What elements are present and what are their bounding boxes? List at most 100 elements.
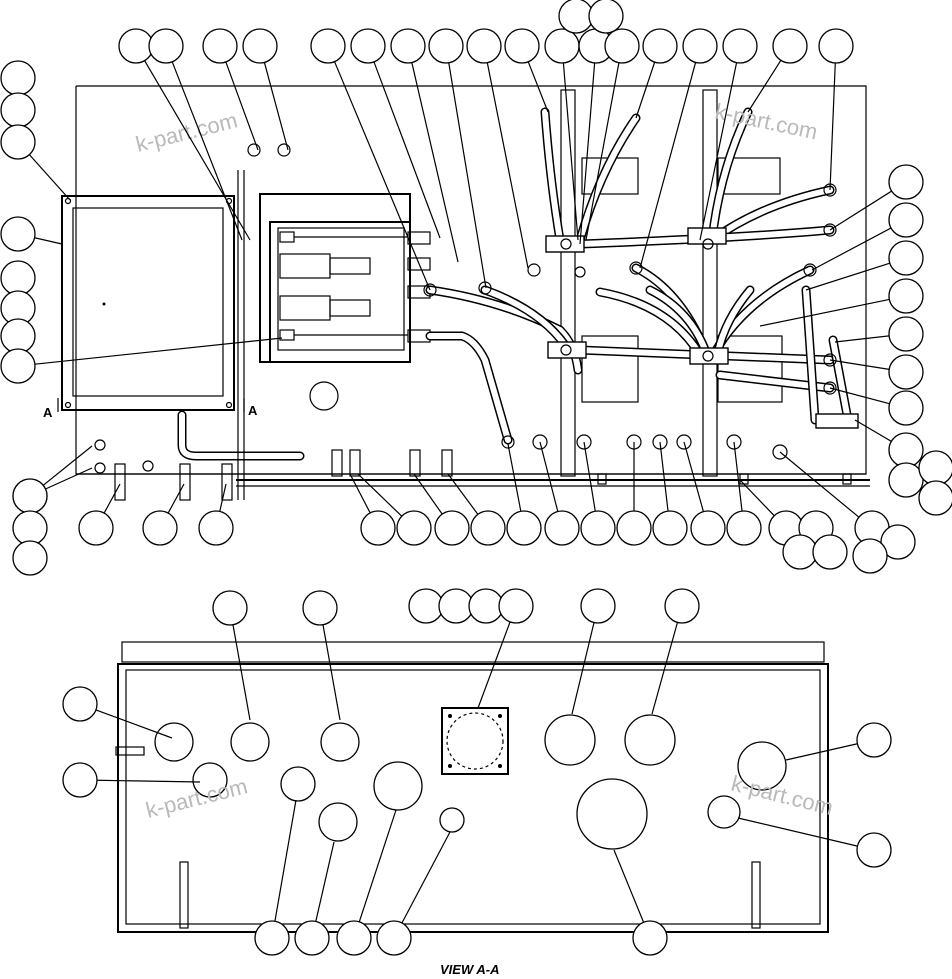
callout-bubble-10 — [504, 28, 540, 64]
callout-bubble-35 — [888, 240, 924, 276]
leader-line — [28, 154, 71, 201]
callout-bubble-69 — [468, 588, 504, 624]
callout-bubble-33 — [888, 164, 924, 200]
callout-bubble-44 — [78, 510, 114, 546]
callout-bubble-81 — [632, 920, 668, 956]
callout-bubble-20 — [588, 0, 624, 34]
clamps — [545, 227, 859, 429]
callout-bubble-73 — [62, 686, 98, 722]
callout-bubble-56 — [690, 510, 726, 546]
callout-bubble-64 — [852, 538, 888, 574]
callout-bubble-77 — [254, 920, 290, 956]
leader-line — [144, 60, 251, 241]
leader-line — [747, 60, 782, 113]
callout-bubble-60 — [782, 534, 818, 570]
callout-bubble-5 — [310, 28, 346, 64]
callout-bubble-41 — [888, 462, 924, 498]
callout-bubble-47 — [360, 510, 396, 546]
leader-line — [539, 441, 559, 512]
callout-bubble-7 — [390, 28, 426, 64]
callout-bubble-68 — [438, 588, 474, 624]
callout-bubble-17 — [772, 28, 808, 64]
leader-line — [585, 62, 620, 241]
callout-bubble-76 — [856, 832, 892, 868]
callout-bubble-1 — [118, 28, 154, 64]
callout-bubble-22 — [0, 92, 36, 128]
leader-line — [447, 473, 479, 515]
callout-bubble-50 — [470, 510, 506, 546]
callout-bubble-49 — [434, 510, 470, 546]
callout-bubble-30 — [12, 478, 48, 514]
callout-bubble-74 — [62, 762, 98, 798]
leader-line — [349, 473, 371, 514]
leader-line — [171, 61, 243, 241]
hoses — [177, 107, 853, 461]
leader-line — [103, 483, 121, 514]
leader-line — [639, 62, 697, 269]
leader-line — [785, 743, 858, 761]
callout-bubble-9 — [466, 28, 502, 64]
leader-line — [613, 849, 645, 923]
callout-bubble-38 — [888, 354, 924, 390]
leader-line — [274, 799, 297, 922]
section-markers: A A — [43, 398, 258, 420]
leader-line — [167, 483, 185, 514]
view-caption: VIEW A-A — [440, 962, 499, 977]
leader-line — [219, 483, 227, 512]
callout-bubble-78 — [294, 920, 330, 956]
callout-bubble-43 — [918, 480, 952, 516]
leader-line — [45, 467, 93, 490]
leader-line — [263, 62, 289, 151]
leader-line — [779, 451, 860, 518]
leader-line — [829, 62, 836, 191]
callout-bubble-55 — [652, 510, 688, 546]
leader-line — [583, 441, 596, 512]
callout-bubble-61 — [812, 534, 848, 570]
leader-line — [358, 809, 397, 923]
callout-bubble-23 — [0, 124, 36, 160]
callout-bubble-48 — [396, 510, 432, 546]
leader-line — [834, 335, 890, 343]
callout-bubble-28 — [0, 348, 36, 384]
callout-bubble-8 — [428, 28, 464, 64]
vertical-rails — [560, 89, 783, 477]
callout-bubble-46 — [198, 510, 234, 546]
callout-bubble-80 — [376, 920, 412, 956]
leader-line — [486, 62, 529, 269]
leader-line — [759, 298, 890, 327]
callout-bubble-25 — [0, 260, 36, 296]
leader-lines — [28, 60, 892, 924]
leader-line — [315, 841, 335, 922]
callout-bubble-32 — [12, 540, 48, 576]
leader-line — [96, 779, 201, 783]
relay-panel — [259, 193, 431, 363]
callout-bubble-42 — [918, 450, 952, 486]
callout-bubble-14 — [642, 28, 678, 64]
leader-line — [683, 441, 705, 512]
section-marker-left: A — [43, 405, 53, 420]
callout-bubble-11 — [544, 28, 580, 64]
callout-bubble-21 — [0, 60, 36, 96]
callout-bubble-79 — [336, 920, 372, 956]
callout-bubble-65 — [212, 590, 248, 626]
leader-line — [829, 359, 890, 370]
leader-line — [225, 61, 259, 151]
leader-line — [477, 621, 511, 709]
leader-line — [854, 419, 892, 442]
panel-holes — [94, 143, 837, 474]
callout-bubble-75 — [856, 722, 892, 758]
leader-line — [699, 62, 738, 241]
leader-line — [811, 227, 892, 271]
callout-bubble-54 — [616, 510, 652, 546]
callout-bubble-45 — [142, 510, 178, 546]
leader-line — [527, 61, 549, 113]
callout-bubble-34 — [888, 202, 924, 238]
callout-bubble-66 — [302, 590, 338, 626]
leader-line — [411, 62, 459, 263]
bottom-fittings — [114, 170, 852, 501]
callout-bubble-37 — [888, 316, 924, 352]
leader-line — [95, 709, 173, 739]
callout-bubble-6 — [350, 28, 386, 64]
callout-bubble-2 — [148, 28, 184, 64]
